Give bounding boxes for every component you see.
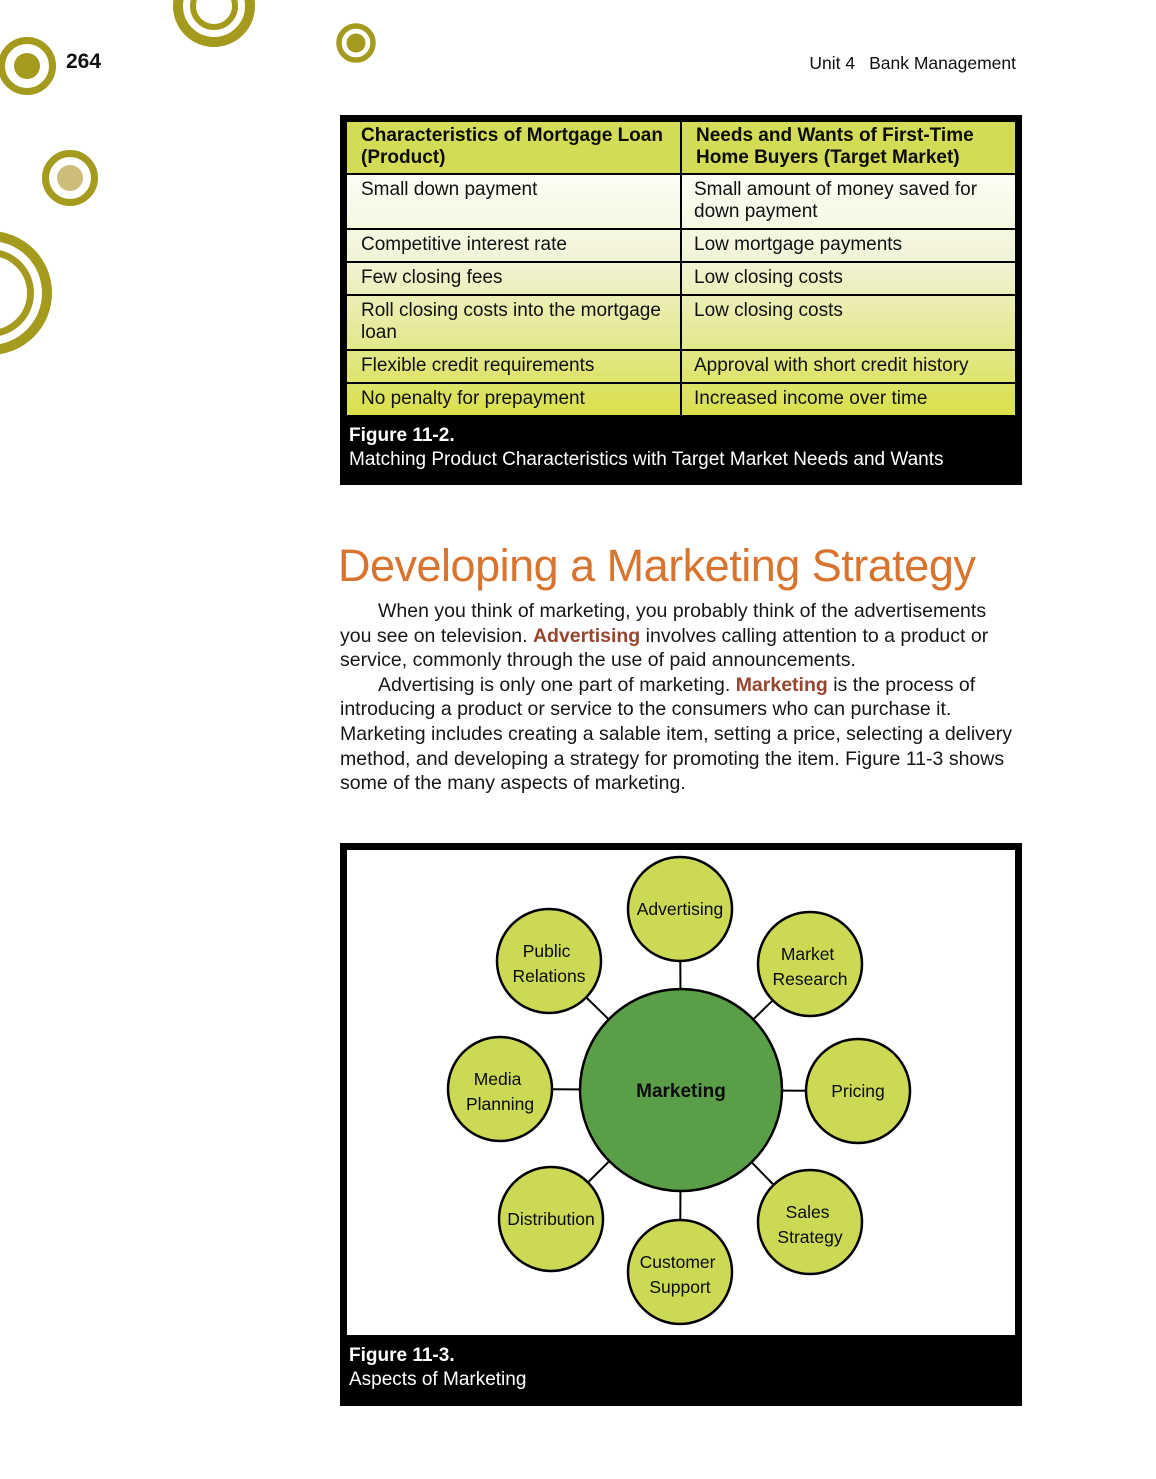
page-number: 264 [66,50,102,73]
diagram-center-label: Marketing [636,1081,726,1102]
diagram-node-label: Pricing [831,1081,885,1101]
running-head: Unit 4 Bank Management [809,53,1016,74]
diagram-node-label: Public Relations [513,941,586,986]
table-cell: Flexible credit requirements [361,355,595,376]
diagram-node-sales-strategy: Sales Strategy [756,1168,864,1276]
diagram-node-distribution: Distribution [497,1165,605,1273]
diagram-node-marketing: Marketing [578,987,784,1193]
keyword-advertising: Advertising [532,624,641,647]
table-cell: Small amount of money saved for down pay… [680,175,1013,228]
figure-caption-label: Figure 11-3. [349,1345,455,1366]
figure-11-2-table: Characteristics of Mortgage Loan (Produc… [340,115,1022,485]
table-header-col2: Needs and Wants of First-Time Home Buyer… [680,122,1013,173]
figure-caption-text: Matching Product Characteristics with Ta… [349,449,944,470]
diagram-node-label: Advertising [637,899,724,919]
diagram-node-advertising: Advertising [626,855,734,963]
table-cell: Low closing costs [680,296,1013,349]
figure-11-2-caption: Figure 11-2. Matching Product Characteri… [347,415,1015,478]
paragraph-text: involves calling attention to a product … [340,624,989,672]
table-cell: Increased income over time [680,384,1013,415]
table-cell: Low mortgage payments [680,230,1013,261]
decorative-circles [0,0,376,355]
circle-decoration-icon [0,0,376,355]
paragraph-text: When you think of marketing, you probabl… [340,600,987,647]
paragraph: Advertising is only one part of marketin… [340,673,1018,796]
running-head-unit: Unit 4 [809,53,856,73]
table-row: Small down payment Small amount of money… [347,175,1015,228]
table-row: No penalty for prepayment Increased inco… [347,382,1015,415]
diagram-node-market-research: Market Research [756,910,864,1018]
diagram-node-pricing: Pricing [804,1037,912,1145]
diagram-node-public-relations: Public Relations [495,907,603,1015]
table-body: Small down payment Small amount of money… [347,175,1015,415]
table-cell: Few closing fees [361,267,503,288]
paragraph-text: Advertising is only one part of marketin… [378,673,736,696]
table-row: Roll closing costs into the mortgage loa… [347,294,1015,349]
paragraph: When you think of marketing, you probabl… [340,599,1018,673]
paragraph-text: is the process of introducing a product … [340,673,1013,795]
table-cell: No penalty for prepayment [361,388,585,409]
section-heading: Developing a Marketing Strategy [338,540,976,591]
running-head-title: Bank Management [869,53,1016,73]
diagram-node-label: Market Research [773,944,848,989]
marketing-diagram: Marketing Advertising Public Relations [446,855,912,1326]
table-cell: Small down payment [361,179,538,200]
table-cell: Roll closing costs into the mortgage loa… [361,300,661,343]
diagram-node-media-planning: Media Planning [446,1035,554,1143]
figure-caption-text: Aspects of Marketing [349,1369,527,1390]
figure-11-3-diagram: Marketing Advertising Public Relations [340,843,1022,1406]
keyword-marketing: Marketing [735,673,828,696]
table-cell: Low closing costs [680,263,1013,294]
table-row: Flexible credit requirements Approval wi… [347,349,1015,382]
table-row: Competitive interest rate Low mortgage p… [347,228,1015,261]
diagram-node-label: Media Planning [466,1069,534,1114]
diagram-panel: Marketing Advertising Public Relations [347,850,1015,1335]
table-cell: Competitive interest rate [361,234,567,255]
diagram-node-label: Sales Strategy [777,1202,842,1247]
figure-11-3-caption: Figure 11-3. Aspects of Marketing [347,1335,1015,1399]
diagram-node-customer-support: Customer Support [626,1218,734,1326]
diagram-node-label: Distribution [507,1209,595,1229]
table-cell: Approval with short credit history [680,351,1013,382]
figure-caption-label: Figure 11-2. [349,425,455,446]
table-header-col1: Characteristics of Mortgage Loan (Produc… [361,125,663,168]
diagram-node-label: Customer Support [640,1252,721,1297]
body-copy: When you think of marketing, you probabl… [340,599,1018,796]
table-row: Few closing fees Low closing costs [347,261,1015,294]
table-header-row: Characteristics of Mortgage Loan (Produc… [347,122,1015,175]
